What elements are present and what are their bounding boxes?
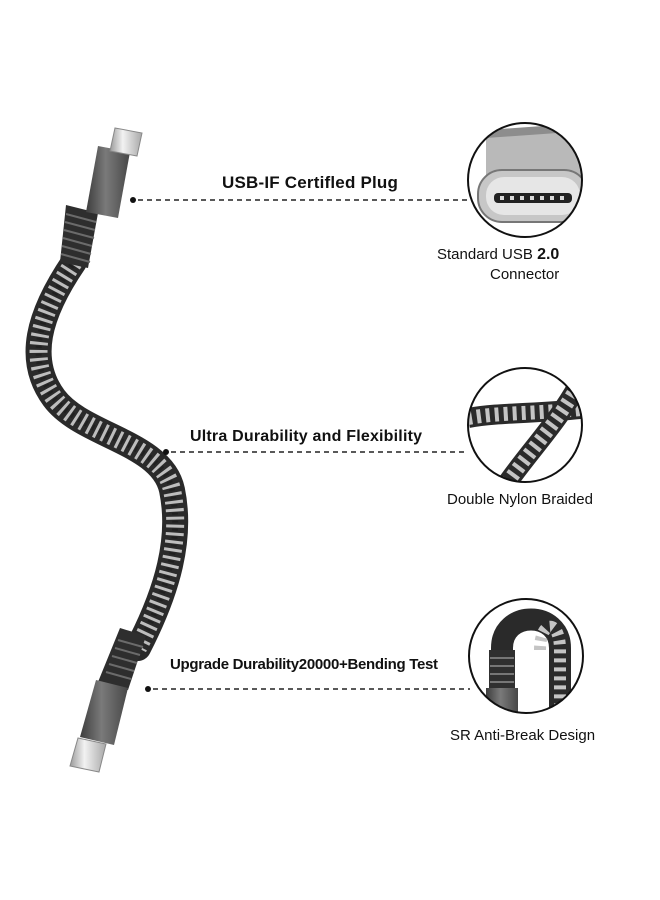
caption-standard-usb-text: Standard USB: [437, 246, 533, 263]
leader-line-1: [130, 197, 468, 203]
feature-title-bending-test: Upgrade Durability20000+Bending Test: [170, 656, 438, 673]
caption-connector: Connector: [490, 266, 560, 283]
feature-title-durability: Ultra Durability and Flexibility: [190, 428, 423, 445]
caption-sr-anti-break: SR Anti-Break Design: [450, 727, 596, 744]
leader-line-3: [145, 686, 470, 692]
braided-cable-closeup-icon: [467, 367, 583, 483]
caption-usb-version: 2.0: [537, 246, 560, 263]
feature-title-certified-plug: USB-IF Certifled Plug: [222, 173, 399, 192]
usb-c-port-closeup-icon: [467, 122, 583, 238]
bent-connector-closeup-icon: [468, 598, 584, 714]
caption-double-nylon-braided: Double Nylon Braided: [447, 491, 593, 508]
leader-line-2: [163, 449, 468, 455]
bottom-usb-c-connector: [69, 628, 146, 773]
braided-cable: [25, 249, 189, 661]
caption-standard-usb: Standard USB 2.0: [437, 246, 559, 264]
top-usb-c-connector: [60, 127, 143, 268]
